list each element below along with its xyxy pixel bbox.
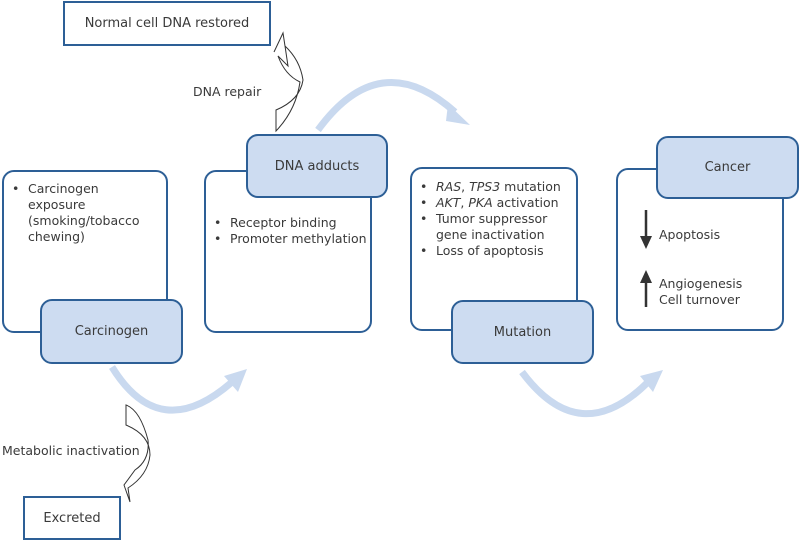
- flow-arrow-adducts-to-mutation: [315, 78, 458, 133]
- increased-cell-turnover: Cell turnover: [659, 292, 740, 307]
- dna-adducts-bullets: Receptor binding Promoter methylation: [206, 215, 370, 247]
- mutation-label: Mutation: [493, 324, 552, 340]
- bullet-item: Carcinogen exposure (smoking/tobacco che…: [12, 181, 160, 245]
- bullet-item: Tumor suppressor gene inactivation: [420, 211, 572, 243]
- bullet-item: RAS, TPS3 mutation: [420, 179, 572, 195]
- flow-arrowhead-3: [640, 370, 663, 392]
- carcinogen-label: Carcinogen: [74, 324, 149, 339]
- metabolic-inactivation-label: Metabolic inactivation: [2, 443, 140, 458]
- increased-angiogenesis: Angiogenesis: [659, 276, 743, 291]
- dna-repair-arrow: [273, 31, 304, 133]
- arrow-down-icon: [640, 210, 652, 249]
- flow-arrow-mutation-to-cancer: [519, 369, 651, 417]
- decreased-apoptosis: Apoptosis: [659, 227, 721, 242]
- flow-arrowhead-1: [224, 369, 247, 392]
- cancer-node: Cancer: [656, 136, 799, 199]
- cancer-indicator-arrows: [640, 210, 652, 307]
- cancer-label: Cancer: [704, 160, 751, 175]
- dna-repair-label: DNA repair: [193, 84, 262, 99]
- bullet-item: AKT, PKA activation: [420, 195, 572, 211]
- excreted-label: Excreted: [43, 510, 101, 526]
- carcinogen-node: Carcinogen: [40, 299, 183, 364]
- arrow-up-icon: [640, 270, 652, 307]
- flow-arrowhead-2: [446, 104, 470, 125]
- normal-cell-restored-box: Normal cell DNA restored: [63, 1, 271, 46]
- mutation-bullets: RAS, TPS3 mutation AKT, PKA activation T…: [412, 179, 576, 259]
- normal-cell-restored-label: Normal cell DNA restored: [84, 16, 250, 31]
- excreted-box: Excreted: [23, 496, 121, 540]
- bullet-item: Promoter methylation: [214, 231, 370, 247]
- bullet-item: Receptor binding: [214, 215, 370, 231]
- carcinogen-bullets: Carcinogen exposure (smoking/tobacco che…: [4, 181, 166, 245]
- dna-adducts-node: DNA adducts: [246, 134, 388, 198]
- flow-arrow-carcinogen-to-adducts: [109, 365, 235, 414]
- bullet-item: Loss of apoptosis: [420, 243, 572, 259]
- metabolic-inactivation-arrow: [123, 404, 151, 503]
- dna-adducts-label: DNA adducts: [274, 158, 360, 174]
- mutation-node: Mutation: [451, 300, 594, 364]
